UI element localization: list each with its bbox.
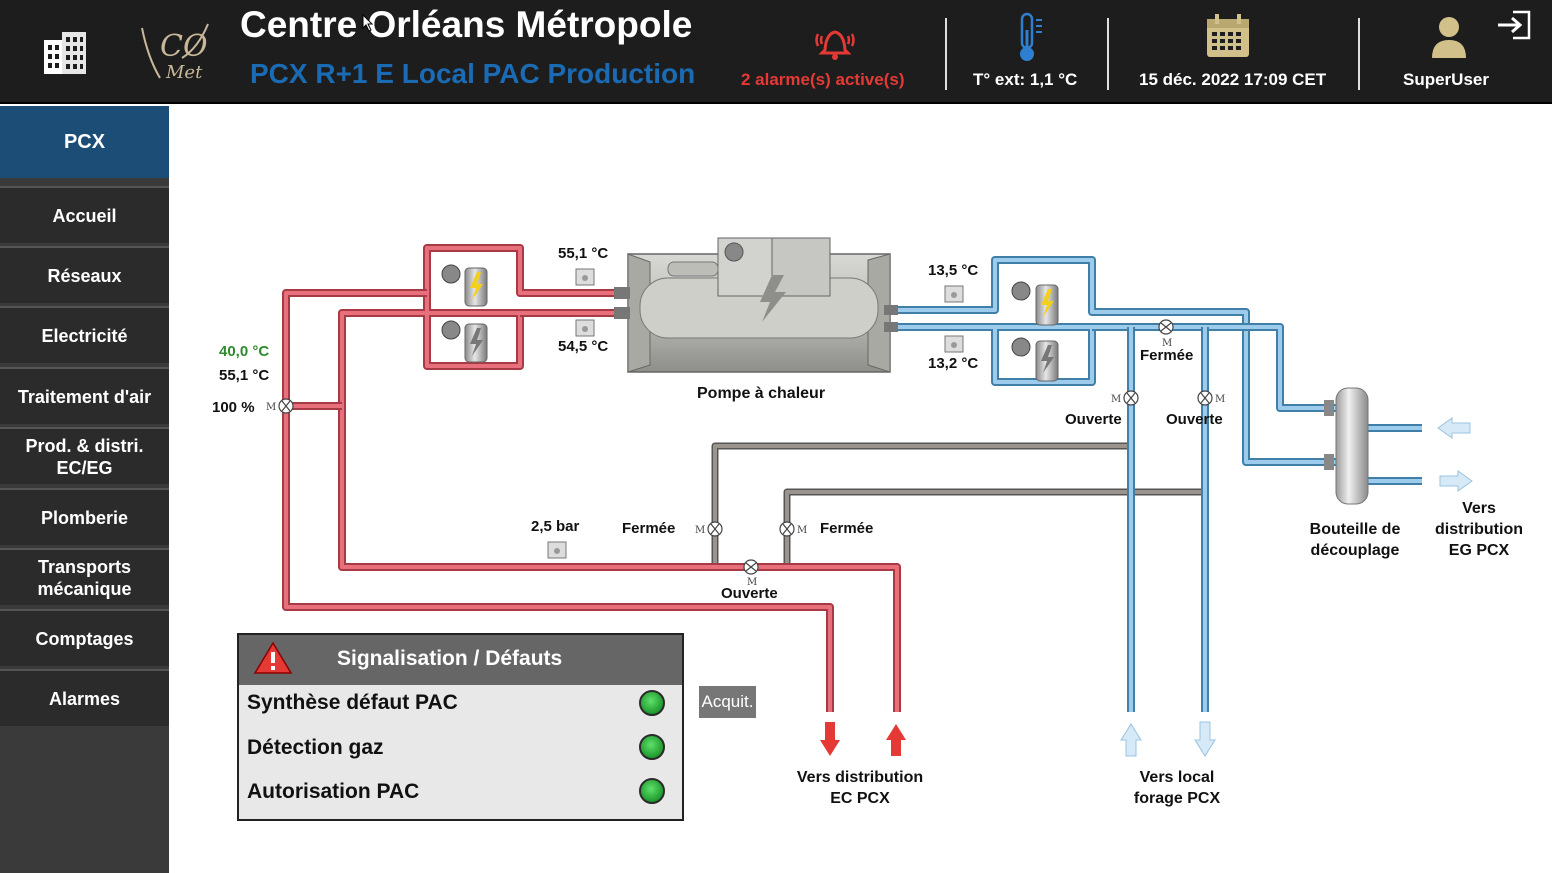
- pressure-sensor-icon[interactable]: [547, 541, 567, 559]
- hot-pump-1[interactable]: [441, 264, 488, 307]
- hot-water-pipes: [282, 244, 901, 712]
- current-datetime: 15 déc. 2022 17:09 CET: [1139, 70, 1327, 89]
- building-icon[interactable]: [40, 26, 92, 83]
- top-header: CO Met Centre Orléans Métropole PCX R+1 …: [0, 0, 1552, 104]
- mouse-cursor-icon: [362, 13, 374, 37]
- valve-status-grey-right: Fermée: [820, 520, 874, 537]
- cold-return-temp: 13,2 °C: [928, 355, 979, 372]
- page-subtitle: PCX R+1 E Local PAC Production: [250, 58, 696, 89]
- signal-label-synthese: Synthèse défaut PAC: [247, 691, 458, 714]
- network-pressure: 2,5 bar: [531, 518, 580, 535]
- status-led-autorisation: [639, 778, 665, 804]
- valve-status-cold-left: Ouverte: [1065, 411, 1122, 428]
- eg-return-arrow: [1437, 417, 1471, 439]
- valve-status-grey-left: Fermée: [622, 520, 676, 537]
- signalisation-title: Signalisation / Défauts: [337, 647, 563, 670]
- calendar-icon: [1204, 12, 1252, 65]
- sidebar-item-transports[interactable]: Transports mécanique: [0, 548, 169, 605]
- cold-pump-1[interactable]: [1011, 281, 1059, 326]
- temperature-sensor-icon[interactable]: [944, 335, 964, 353]
- thermometer-icon: [1012, 10, 1048, 69]
- ec-return-arrow: [886, 724, 906, 756]
- svg-text:M: M: [747, 577, 757, 588]
- acknowledge-button[interactable]: Acquit.: [699, 686, 756, 718]
- sidebar-item-traitement-air[interactable]: Traitement d'air: [0, 367, 169, 424]
- logout-icon[interactable]: [1495, 8, 1535, 47]
- sidebar-item-plomberie[interactable]: Plomberie: [0, 488, 169, 545]
- header-divider: [1358, 18, 1360, 90]
- forage-supply-arrow: [1120, 723, 1142, 757]
- svg-text:Met: Met: [165, 62, 203, 83]
- cold-pump-2[interactable]: [1011, 337, 1059, 382]
- sidebar-item-reseaux[interactable]: Réseaux: [0, 246, 169, 303]
- current-user[interactable]: SuperUser: [1403, 70, 1489, 89]
- alarm-bell-icon[interactable]: [812, 22, 858, 67]
- ec-distribution-label: Vers distribution EC PCX: [796, 769, 924, 807]
- svg-text:M: M: [266, 402, 276, 413]
- temperature-sensor-icon[interactable]: [575, 319, 595, 337]
- valve-icon[interactable]: [1158, 319, 1174, 335]
- svg-text:M: M: [695, 525, 705, 536]
- signalisation-header: Signalisation / Défauts: [239, 635, 682, 685]
- signalisation-panel: Signalisation / Défauts Synthèse défaut …: [237, 633, 684, 821]
- svg-text:M: M: [1111, 394, 1121, 405]
- valve-status-cold-right: Ouverte: [1166, 411, 1223, 428]
- eg-supply-arrow: [1439, 470, 1473, 492]
- eg-distribution-label: Vers distribution EG PCX: [1435, 500, 1523, 559]
- sidebar-item-prod-distri[interactable]: Prod. & distri. EC/EG: [0, 427, 169, 484]
- valve-status-cold-bypass: Fermée: [1140, 347, 1194, 364]
- svg-text:M: M: [1215, 394, 1225, 405]
- mixing-valve-icon[interactable]: [278, 398, 294, 414]
- sidebar-item-accueil[interactable]: Accueil: [0, 186, 169, 243]
- valve-status-hot-bottom: Ouverte: [721, 585, 778, 602]
- ec-supply-arrow: [820, 722, 840, 756]
- header-divider: [1107, 18, 1109, 90]
- svg-text:M: M: [1162, 338, 1172, 349]
- forage-return-arrow: [1194, 721, 1216, 757]
- valve-icon[interactable]: [743, 559, 759, 575]
- temperature-sensor-icon[interactable]: [575, 268, 595, 286]
- active-alarms-count[interactable]: 2 alarme(s) active(s): [741, 70, 905, 89]
- user-icon[interactable]: [1430, 14, 1468, 65]
- site-title: Centre Orléans Métropole: [240, 4, 693, 45]
- heat-pump-unit[interactable]: [614, 237, 898, 373]
- header-divider: [945, 18, 947, 90]
- temperature-sensor-icon[interactable]: [944, 285, 964, 303]
- sidebar-item-comptages[interactable]: Comptages: [0, 609, 169, 666]
- decoupling-bottle-label: Bouteille de découplage: [1309, 521, 1401, 559]
- signal-label-gaz: Détection gaz: [247, 736, 384, 759]
- valve-motor-labels: M M M M M M M: [266, 338, 1225, 588]
- status-led-gaz: [639, 734, 665, 760]
- decoupling-bottle[interactable]: [1324, 387, 1369, 505]
- forage-label: Vers local forage PCX: [1133, 769, 1221, 807]
- hot-supply-temp: 55,1 °C: [558, 245, 609, 262]
- heat-pump-label: Pompe à chaleur: [697, 385, 826, 402]
- warning-triangle-icon: [253, 640, 293, 682]
- mix-temp: 55,1 °C: [219, 367, 270, 384]
- valve-icon[interactable]: [1197, 390, 1213, 406]
- hot-pump-2[interactable]: [441, 320, 488, 363]
- outdoor-temperature: T° ext: 1,1 °C: [973, 70, 1078, 89]
- sidebar-item-alarmes[interactable]: Alarmes: [0, 669, 169, 726]
- hot-return-temp: 54,5 °C: [558, 338, 609, 355]
- sidebar-item-pcx[interactable]: PCX: [0, 106, 169, 178]
- comet-logo: CO Met: [138, 18, 228, 84]
- sidebar: PCX Accueil Réseaux Electricité Traiteme…: [0, 106, 169, 873]
- svg-text:M: M: [797, 525, 807, 536]
- valve-icon[interactable]: [779, 521, 795, 537]
- svg-text:CO: CO: [160, 29, 208, 64]
- valve-icon[interactable]: [707, 521, 723, 537]
- mix-setpoint-temp[interactable]: 40,0 °C: [219, 343, 270, 360]
- mix-valve-position: 100 %: [212, 399, 255, 416]
- valve-icon[interactable]: [1123, 390, 1139, 406]
- sidebar-item-electricite[interactable]: Electricité: [0, 306, 169, 363]
- signal-label-autorisation: Autorisation PAC: [247, 780, 420, 803]
- cold-supply-temp: 13,5 °C: [928, 262, 979, 279]
- status-led-synthese: [639, 690, 665, 716]
